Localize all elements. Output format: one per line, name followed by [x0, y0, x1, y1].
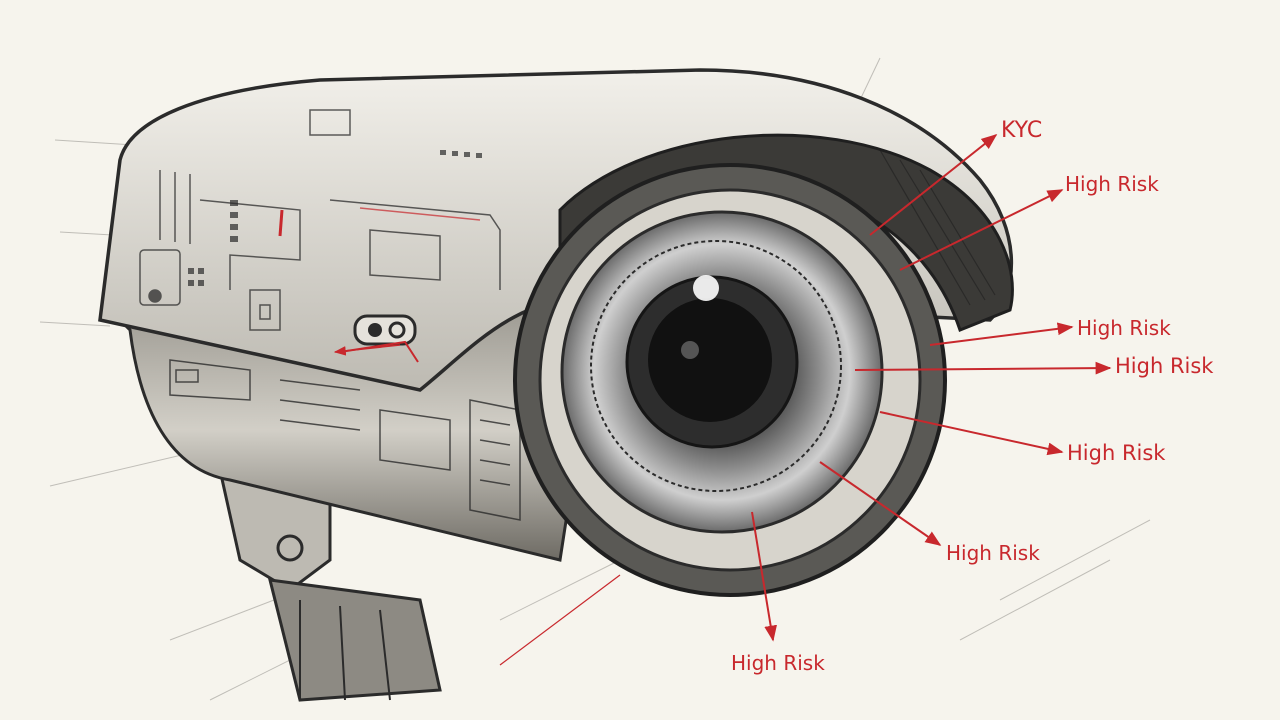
annotation-label-high-risk: High Risk — [731, 651, 825, 675]
arrow-high-risk-1 — [899, 189, 1064, 271]
arrow-high-risk-6 — [751, 511, 777, 642]
arrow-high-risk-2 — [929, 322, 1074, 346]
construction-lines — [39, 57, 1151, 701]
arrow-high-risk-3 — [854, 361, 1112, 375]
annotation-label-high-risk: High Risk — [1065, 172, 1159, 196]
annotation-label-high-risk: High Risk — [1067, 441, 1166, 465]
annotation-label-high-risk: High Risk — [1115, 354, 1214, 378]
annotation-label-high-risk: High Risk — [946, 541, 1040, 565]
arrow-stray-left — [333, 344, 401, 356]
camera-lens — [513, 163, 947, 597]
annotation-label-high-risk: High Risk — [1077, 316, 1171, 340]
camera-mount — [217, 467, 442, 702]
arrow-stray — [499, 574, 621, 666]
arrow-high-risk-4 — [879, 411, 1064, 456]
annotation-label-kyc: KYC — [1001, 118, 1043, 143]
camera-barrel — [116, 298, 602, 562]
annotation-arrows — [333, 134, 1112, 666]
arrow-kyc — [869, 134, 998, 236]
arrow-high-risk-5 — [819, 461, 942, 546]
